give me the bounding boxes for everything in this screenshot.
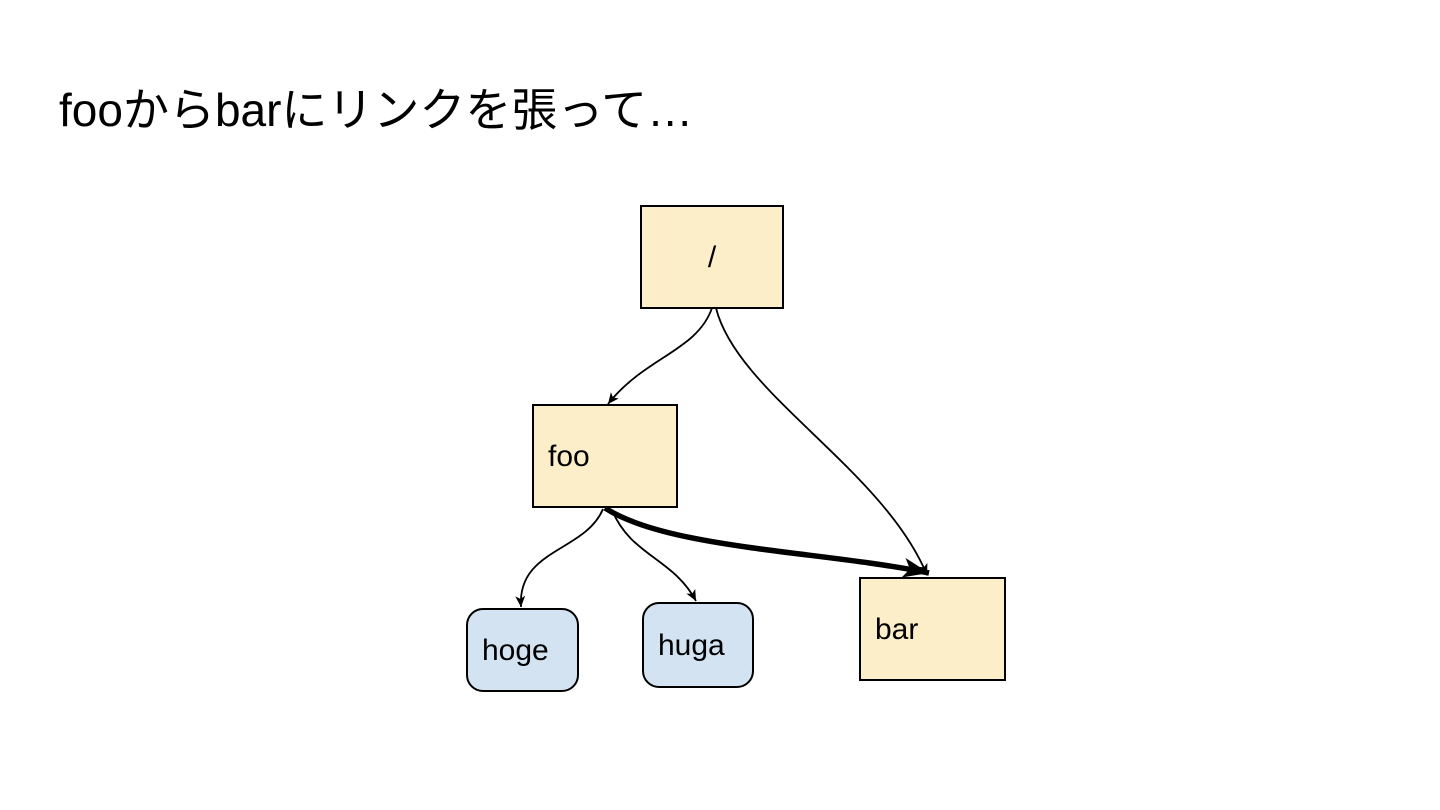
node-foo: foo — [532, 404, 678, 508]
node-bar: bar — [859, 577, 1006, 681]
edge-foo-huga-arrow — [611, 509, 697, 602]
node-box-hoge — [466, 608, 579, 692]
edge-foo-bar-link-arrow — [603, 505, 930, 578]
slide-title: fooからbarにリンクを張って… — [59, 84, 694, 136]
node-box-root — [640, 205, 784, 309]
node-label-root: / — [708, 241, 717, 274]
node-box-huga — [642, 602, 754, 688]
node-label-foo: foo — [548, 440, 590, 473]
node-label-bar: bar — [875, 613, 918, 646]
node-hoge: hoge — [466, 608, 579, 692]
edge-root-bar-arrow — [715, 307, 928, 576]
node-box-foo — [532, 404, 678, 508]
node-box-bar — [859, 577, 1006, 681]
edge-root-foo-arrow — [607, 307, 713, 405]
node-root: / — [640, 205, 784, 309]
node-huga: huga — [642, 602, 754, 688]
edge-foo-hoge-arrow — [515, 508, 604, 608]
node-label-hoge: hoge — [482, 634, 549, 667]
node-label-huga: huga — [658, 629, 725, 662]
